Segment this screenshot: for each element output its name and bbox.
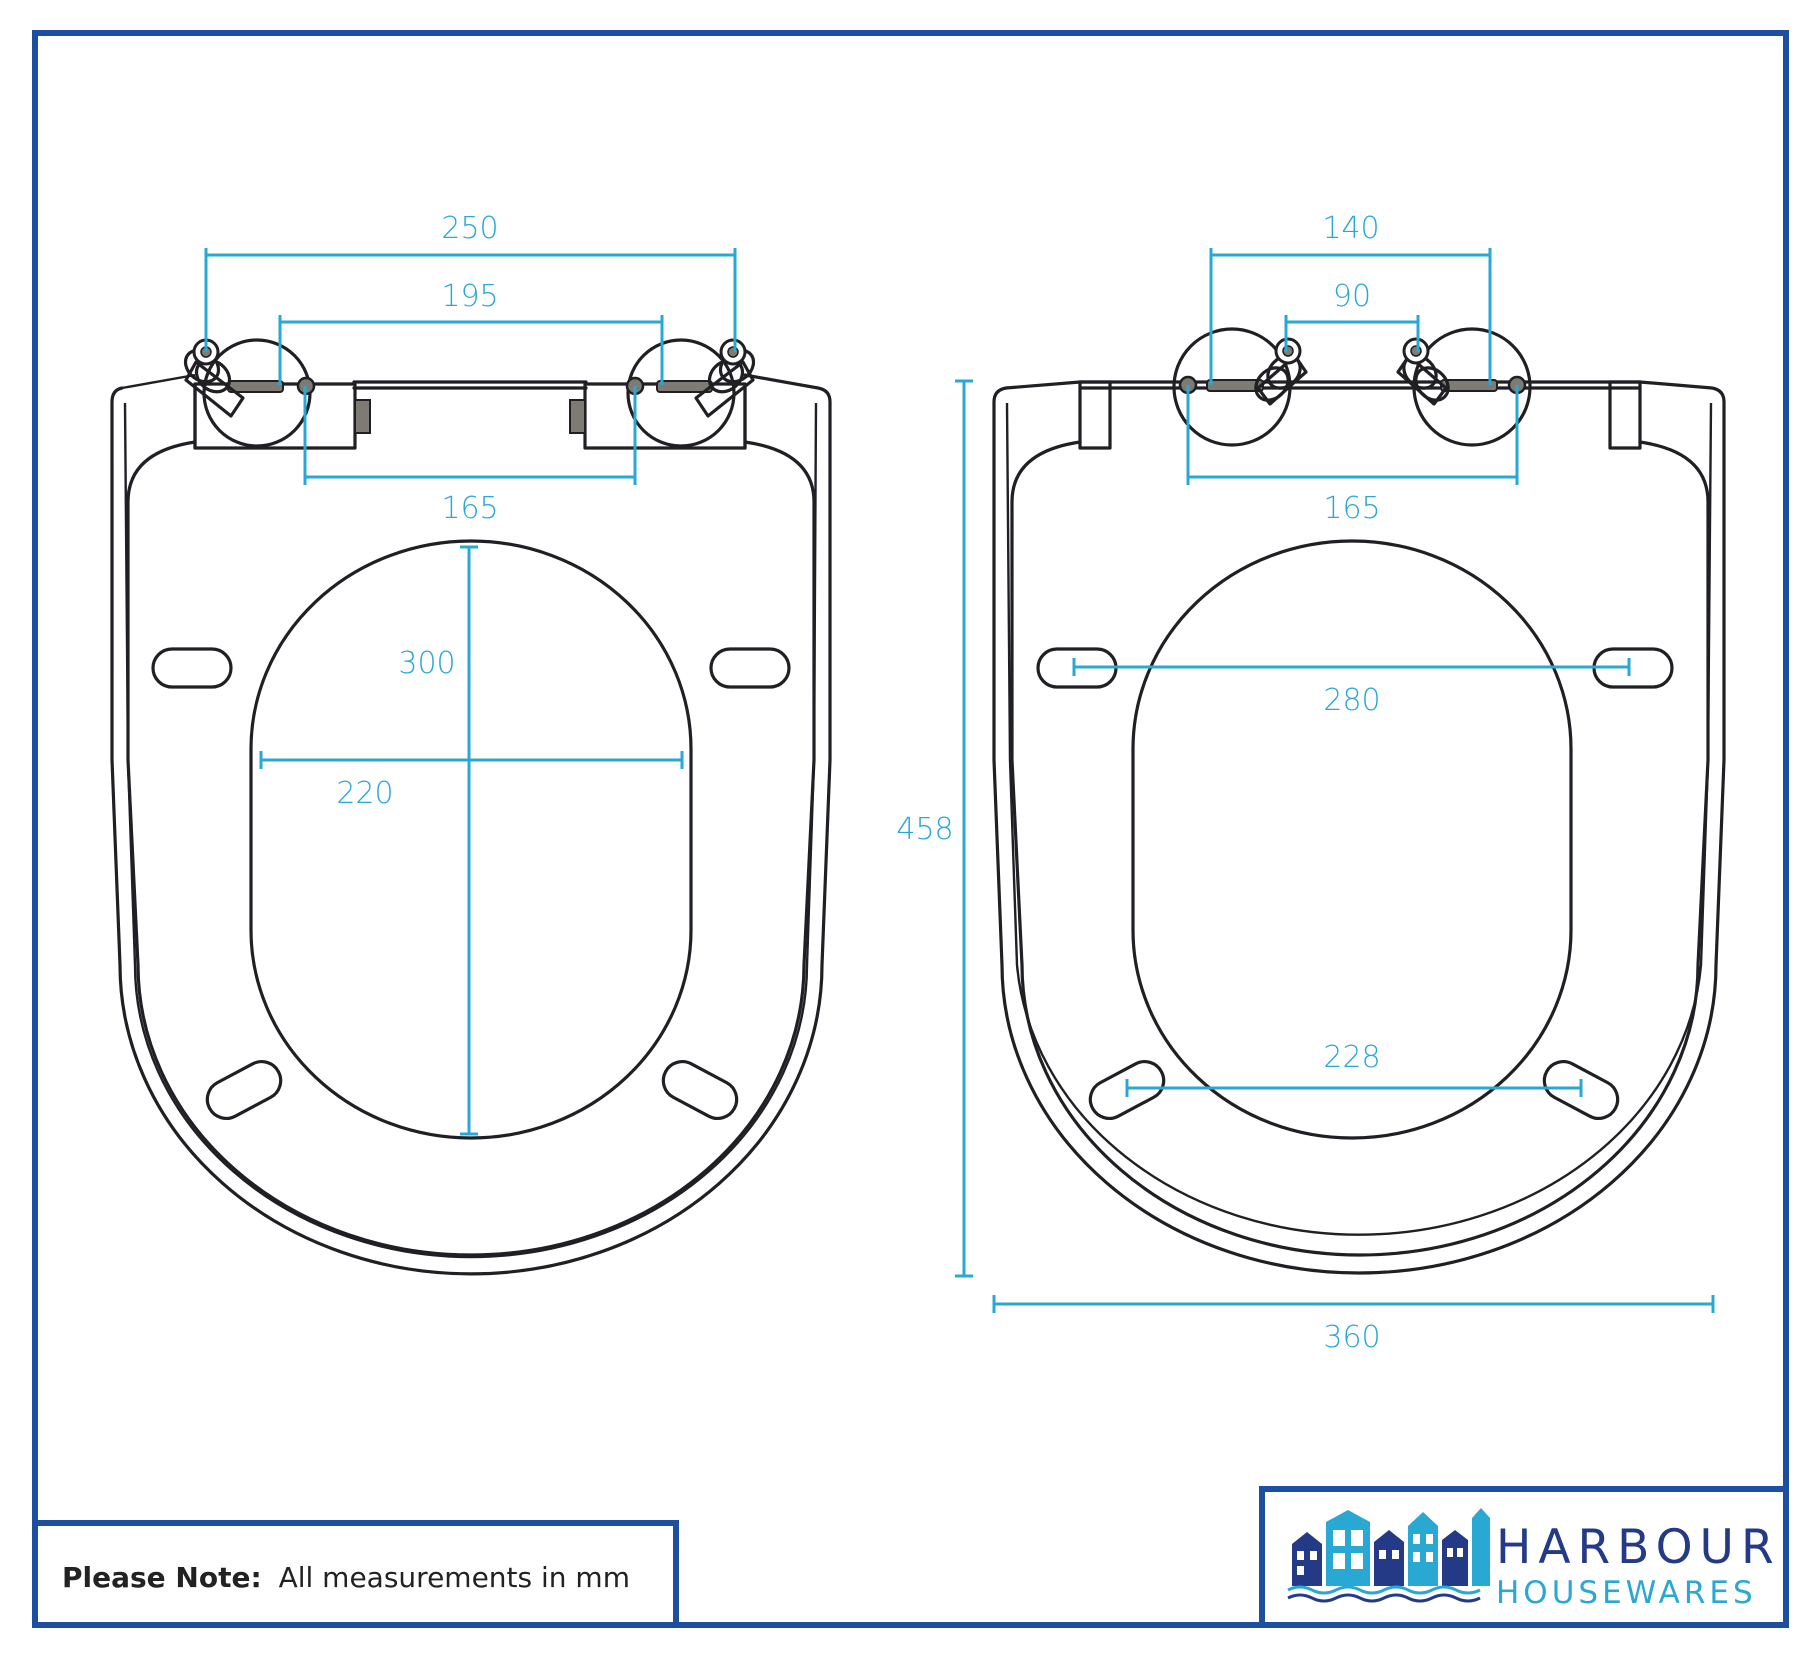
dim-right-fixing-line: [1186, 385, 1519, 485]
dim-left-fixing-line: [303, 386, 637, 485]
dim-right-hinge-outer: 140: [1322, 211, 1379, 246]
left-hinge-block-left: [193, 382, 357, 450]
right-dimension-lines: [955, 248, 1715, 1313]
left-bumper-upper-left: [151, 647, 233, 689]
dim-left-fixing-holes: 165: [441, 491, 498, 526]
right-bumper-lower-left: [1088, 1060, 1166, 1120]
dim-right-overall-width-line: [992, 1295, 1715, 1313]
left-hinge-post-left: [183, 338, 245, 418]
left-hinge-cap-left: [354, 399, 371, 434]
left-bumper-upper-right: [709, 647, 791, 689]
left-seat-inner-outline: [126, 440, 816, 1257]
dim-right-hinge-outer-line: [1209, 248, 1492, 385]
right-bumper-lower-right: [1542, 1060, 1620, 1120]
note-body: All measurements in mm: [279, 1561, 630, 1594]
left-hinge-slot-left: [227, 380, 284, 393]
dim-left-opening-length: 300: [398, 646, 455, 681]
page-frame: [32, 30, 1789, 1628]
dim-left-hinge-outer-line: [204, 248, 737, 352]
right-seat-outer-rim: [1005, 402, 1713, 1236]
right-block-right: [1608, 380, 1642, 450]
left-hinge-block-right: [583, 382, 747, 450]
left-hinge-disc-right: [626, 338, 736, 448]
left-hinge-cap-right: [569, 399, 586, 434]
dim-right-overall-length: 458: [896, 812, 953, 847]
left-seat-opening: [249, 539, 693, 1140]
dim-left-opening-width: 220: [336, 776, 393, 811]
right-seat-view: [992, 327, 1726, 1275]
left-seat-outer-outline: [110, 373, 832, 1276]
left-seat-outer-rim: [121, 373, 818, 1259]
left-seat-view: [110, 338, 832, 1276]
right-seat-inner-outline: [1010, 440, 1710, 1257]
dim-right-bumper-upper: 280: [1323, 683, 1380, 718]
dim-right-hinge-inner: 90: [1333, 279, 1371, 314]
left-hinge-post-right: [694, 338, 756, 418]
note-box: [32, 1520, 679, 1628]
left-bumper-lower-right: [661, 1060, 739, 1120]
dim-left-opening-width-line: [259, 751, 684, 769]
right-seat-opening: [1131, 539, 1573, 1140]
right-hinge-post-right: [1396, 337, 1450, 406]
note-text: Please Note: All measurements in mm: [62, 1561, 630, 1594]
note-label: Please Note:: [62, 1561, 262, 1594]
dim-right-bumper-lower-line: [1125, 1079, 1583, 1097]
dim-left-hinge-inner-line: [278, 315, 664, 385]
dim-right-overall-width: 360: [1323, 1320, 1380, 1355]
dim-right-fixing-holes: 165: [1323, 491, 1380, 526]
left-bumper-lower-left: [205, 1060, 283, 1120]
dim-left-opening-length-line: [460, 545, 478, 1136]
brand-subname: HOUSEWARES: [1496, 1575, 1757, 1611]
right-top-edge: [1078, 380, 1642, 390]
dim-left-hinge-inner: 195: [441, 279, 498, 314]
right-block-left: [1078, 380, 1112, 450]
harbour-houses-logo-icon: [1287, 1508, 1490, 1603]
left-dimension-lines: [204, 248, 737, 1136]
right-seat-outer-outline: [992, 380, 1726, 1275]
dim-right-bumper-upper-line: [1072, 658, 1631, 676]
right-hinge-post-left: [1254, 337, 1308, 406]
dim-right-bumper-lower: 228: [1323, 1040, 1380, 1075]
dim-right-hinge-inner-line: [1284, 315, 1420, 352]
brand-name: HARBOUR: [1496, 1520, 1781, 1575]
dim-left-hinge-outer: 250: [441, 211, 498, 246]
dim-right-overall-length-line: [955, 379, 973, 1278]
